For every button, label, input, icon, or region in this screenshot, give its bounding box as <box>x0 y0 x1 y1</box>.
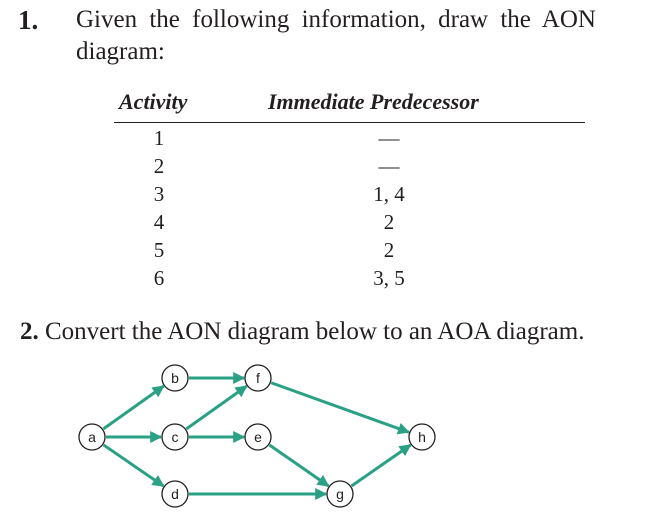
node-e: e <box>244 423 272 451</box>
edge-c-f <box>185 384 248 431</box>
node-label: a <box>88 429 96 445</box>
table-row-activity: 5 <box>153 238 165 262</box>
table-row-activity: 6 <box>153 266 165 290</box>
table-row-predecessor: 2 <box>383 238 395 262</box>
node-label: h <box>418 429 426 445</box>
predecessor-column-header: Immediate Predecessor <box>268 89 479 114</box>
edge-a-b <box>102 384 165 431</box>
node-label: d <box>171 486 179 502</box>
question-1-text-continued: diagram: <box>76 38 165 65</box>
node-b: b <box>161 364 189 392</box>
node-circle <box>244 364 272 392</box>
node-label: c <box>172 429 179 445</box>
table-row-activity: 1 <box>153 126 165 150</box>
node-label: g <box>336 486 344 502</box>
edge-a-d <box>102 443 165 488</box>
question-2-number: 2. <box>20 318 39 345</box>
node-c: c <box>161 423 189 451</box>
table-row-predecessor: 3, 5 <box>373 266 405 290</box>
edge-f-h <box>270 381 410 435</box>
table-row-predecessor: — <box>378 126 400 150</box>
node-label: b <box>171 370 179 386</box>
node-d: d <box>161 480 189 508</box>
node-circle <box>408 423 436 451</box>
node-a: a <box>78 423 106 451</box>
question-1-text: Given the following information, draw th… <box>76 6 596 33</box>
edge-g-h <box>350 443 412 488</box>
table-header-rule <box>114 122 585 123</box>
question-2-text: Convert the AON diagram below to an AOA … <box>45 318 585 345</box>
table-row-predecessor: 2 <box>383 210 395 234</box>
activity-column-header: Activity <box>119 89 188 114</box>
node-label: e <box>254 429 262 445</box>
table-row-activity: 2 <box>153 154 165 178</box>
node-circle <box>161 364 189 392</box>
table-row-activity: 3 <box>153 182 165 206</box>
node-circle <box>326 480 354 508</box>
edge-e-g <box>268 443 330 488</box>
table-row-predecessor: 1, 4 <box>373 182 405 206</box>
node-h: h <box>408 423 436 451</box>
node-label: f <box>256 370 260 386</box>
node-circle <box>161 480 189 508</box>
question-2: 2. Convert the AON diagram below to an A… <box>20 318 584 346</box>
node-g: g <box>326 480 354 508</box>
node-circle <box>161 423 189 451</box>
node-circle <box>78 423 106 451</box>
node-circle <box>244 423 272 451</box>
table-row-predecessor: — <box>378 154 400 178</box>
question-1-number: 1. <box>18 5 39 35</box>
table-row-activity: 4 <box>153 210 165 234</box>
node-f: f <box>244 364 272 392</box>
